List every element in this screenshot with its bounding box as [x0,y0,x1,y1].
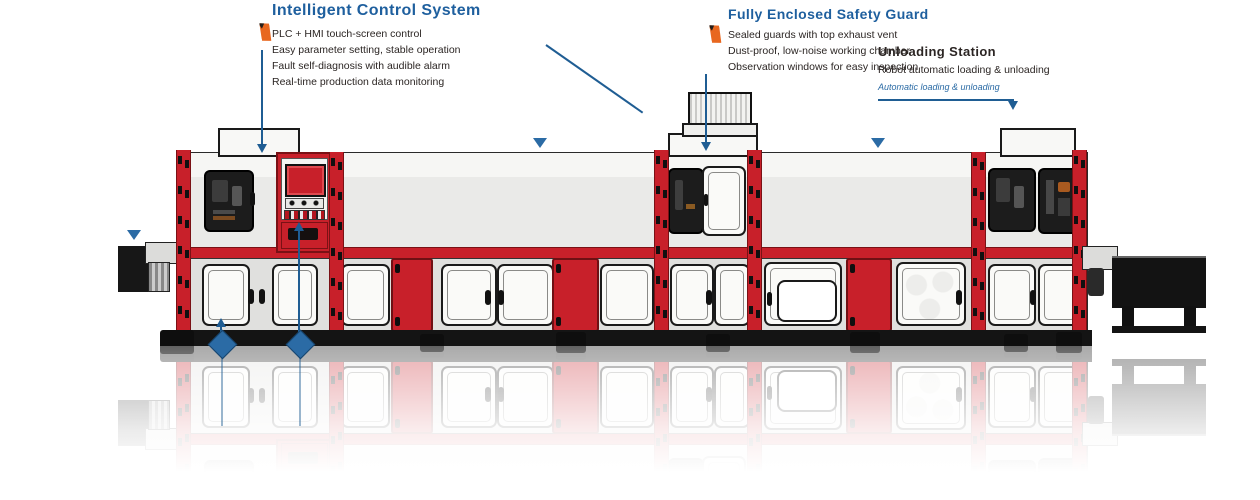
observation-window [668,168,704,234]
diamond-leader-line [299,356,301,426]
callout-desc-line: Robot automatic loading & unloading [878,64,1050,76]
infeed-legs [148,262,170,292]
pointer-line [705,74,707,142]
red-frame-column [971,152,986,331]
service-door [714,264,750,326]
window-handle [250,192,255,206]
red-frame-column [176,150,191,331]
control-panel-slot [288,228,318,240]
callout-title: Unloading Station [878,44,997,59]
service-door [202,264,250,326]
red-frame-column [654,150,669,331]
callout-feature-line: Easy parameter setting, stable operation [272,44,461,56]
outfeed-cabinet [1112,256,1206,308]
exhaust-hood-base [682,123,758,137]
outfeed-base [1112,326,1206,333]
arrow-tip-icon [127,230,141,240]
arrow-tip-icon [871,138,885,148]
door-handle [259,289,265,304]
reflection-fade-overlay [0,346,1260,500]
callout-unloading: Unloading Station Robot automatic loadin… [878,44,1058,92]
observation-window [204,170,254,232]
diamond-leader-line [221,356,223,426]
callout-title: Intelligent Control System [272,2,481,19]
callout-feature-line: Dust-proof, low-noise working chamber [728,45,911,57]
door-handle [485,290,491,305]
right-top-box [1000,128,1076,157]
callout-subtitle: Automatic loading & unloading [878,82,1000,92]
callout-feature-line: Observation windows for easy inspection [728,61,919,73]
callout-control-system: Intelligent Control System PLC + HMI tou… [272,2,562,90]
control-buttons-row [285,198,324,209]
service-door [896,262,966,326]
hmi-screen [285,164,326,197]
pointer-line [298,230,300,335]
pointer-line [261,50,263,144]
arrow-tip-icon [533,138,547,148]
service-door [600,264,654,326]
callout-feature-line: Fault self-diagnosis with audible alarm [272,60,451,72]
infeed-bracket [145,242,179,264]
red-frame-column [747,150,762,331]
service-door [272,264,318,326]
red-frame-column [329,152,344,331]
arrow-down-icon [1008,101,1018,110]
door-handle [498,290,504,305]
leader-line [878,99,1014,101]
arrow-down-icon [257,144,267,153]
door-handle [248,289,254,304]
outfeed-leg [1122,306,1134,328]
service-door [497,264,554,326]
callout-feature-line: PLC + HMI touch-screen control [272,28,422,40]
outfeed-roller [1088,268,1104,296]
infeed-unit [118,246,148,292]
upper-access-door [702,166,746,236]
machine-illustration [118,92,1206,354]
control-switches-row [284,210,325,220]
door-handle [706,290,712,305]
callout-enclosure: Fully Enclosed Safety Guard Sealed guard… [728,6,988,75]
door-window [777,280,837,322]
door-handle [704,194,708,206]
red-panel-door [846,258,892,332]
callout-feature-line: Real-time production data monitoring [272,76,445,88]
service-door [988,264,1036,326]
exhaust-hood-filter [688,92,752,127]
arrow-down-icon [701,142,711,151]
red-frame-column [1072,150,1087,331]
red-panel-door [552,258,599,332]
door-handle [767,292,772,306]
service-door [341,264,390,326]
callout-feature-line: Sealed guards with top exhaust vent [728,29,898,41]
observation-window [988,168,1036,232]
arrow-up-icon [294,222,304,231]
door-handle [956,290,962,305]
red-panel-door [391,258,433,332]
outfeed-leg [1184,306,1196,328]
door-handle [1030,290,1036,305]
arrow-up-icon [216,318,226,327]
callout-title: Fully Enclosed Safety Guard [728,6,929,22]
